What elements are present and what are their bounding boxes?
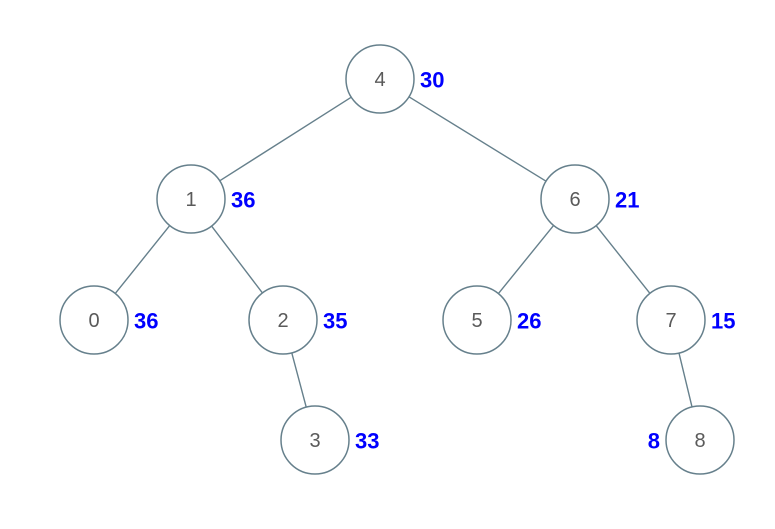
node-label-text: 36 [231, 188, 255, 213]
node-circle[interactable] [248, 285, 318, 355]
tree-node[interactable]: 0 36 [59, 285, 158, 355]
node-circle[interactable] [156, 164, 226, 234]
tree-node[interactable]: 1 36 [156, 164, 255, 234]
node-circle[interactable] [345, 44, 415, 114]
node-key-text: 0 [88, 310, 99, 332]
node-key-text: 3 [309, 430, 320, 452]
node-label-text: 8 [648, 429, 660, 454]
tree-edge [218, 96, 352, 182]
node-circle[interactable] [540, 164, 610, 234]
node-key-text: 8 [694, 430, 705, 452]
node-circle[interactable] [59, 285, 129, 355]
tree-node[interactable]: 88 [648, 405, 735, 475]
node-label-text: 15 [711, 309, 735, 334]
node-label-text: 21 [615, 188, 639, 213]
node-key-text: 6 [569, 189, 580, 211]
node-label-text: 30 [420, 68, 444, 93]
tree-edge [210, 225, 264, 294]
tree-edge [678, 352, 693, 408]
node-key-text: 1 [185, 189, 196, 211]
tree-edge [291, 352, 307, 408]
node-key-text: 4 [374, 69, 385, 91]
tree-node[interactable]: 5 26 [442, 285, 541, 355]
node-circle[interactable] [442, 285, 512, 355]
node-label-text: 36 [134, 309, 158, 334]
tree-node[interactable]: 4 30 [345, 44, 444, 114]
tree-edge [408, 96, 547, 182]
node-circle[interactable] [280, 405, 350, 475]
node-key-text: 7 [665, 310, 676, 332]
tree-edge [595, 224, 651, 295]
node-circle[interactable] [665, 405, 735, 475]
node-label-text: 26 [517, 309, 541, 334]
node-label-text: 35 [323, 309, 347, 334]
tree-node[interactable]: 6 21 [540, 164, 639, 234]
edges-layer [114, 96, 693, 408]
tree-node[interactable]: 7 15 [636, 285, 735, 355]
tree-node[interactable]: 2 35 [248, 285, 347, 355]
node-label-text: 33 [355, 429, 379, 454]
node-key-text: 2 [277, 310, 288, 332]
node-circle[interactable] [636, 285, 706, 355]
tree-edge [114, 224, 171, 295]
tree-edge [497, 224, 555, 295]
node-key-text: 5 [471, 310, 482, 332]
